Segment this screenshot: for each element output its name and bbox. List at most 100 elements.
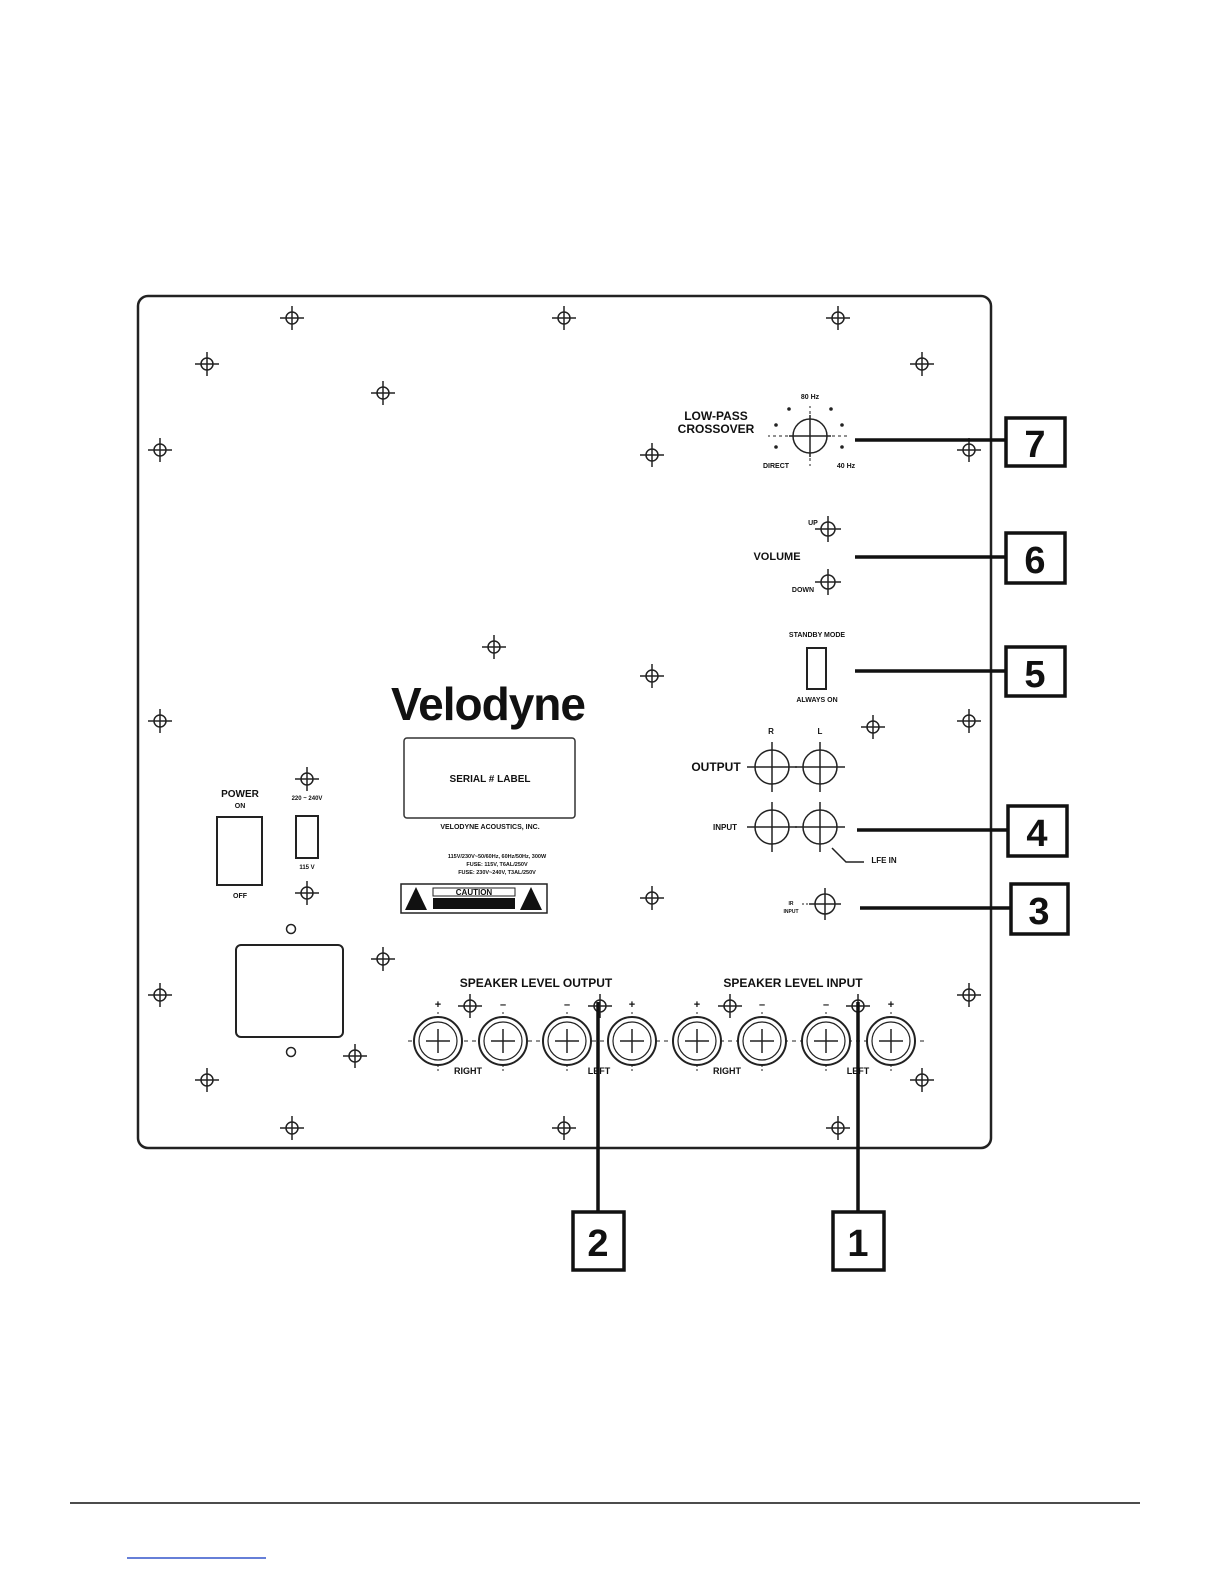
polarity-sign: – <box>564 999 570 1011</box>
mounting-screw <box>482 635 506 659</box>
line-input-label: INPUT <box>713 823 737 832</box>
callout-2-number: 2 <box>587 1223 608 1265</box>
rating-line-3: FUSE: 230V~240V, T3AL/250V <box>458 870 536 876</box>
speaker-output-right-plus-post[interactable] <box>413 1012 463 1072</box>
crossover-40hz-label: 40 Hz <box>837 463 856 470</box>
callout-4: 4 <box>1006 804 1069 858</box>
polarity-sign: – <box>759 999 765 1011</box>
mounting-screw <box>458 994 482 1018</box>
voltage-selector-switch[interactable] <box>295 815 319 859</box>
mounting-screw <box>957 709 981 733</box>
polarity-sign: + <box>694 999 700 1011</box>
crossover-scale-dots <box>774 407 844 449</box>
callout-7: 7 <box>1004 416 1067 468</box>
rating-line-2: FUSE: 115V, T6AL/250V <box>466 862 528 868</box>
mounting-screw <box>826 1116 850 1140</box>
callout-6-number: 6 <box>1024 540 1045 582</box>
speaker-input-left-plus-post[interactable] <box>866 1012 916 1072</box>
mounting-screw <box>552 306 576 330</box>
crossover-scale-dot <box>829 407 833 411</box>
power-switch[interactable] <box>216 816 263 886</box>
mounting-screw <box>588 994 612 1018</box>
power-on-label: ON <box>235 803 246 810</box>
mounting-screw <box>910 1068 934 1092</box>
polarity-sign: + <box>435 999 441 1011</box>
lfe-leader-line <box>831 847 864 863</box>
mounting-screw <box>148 438 172 462</box>
company-name: VELODYNE ACOUSTICS, INC. <box>440 824 539 831</box>
crossover-scale-dot <box>840 423 844 427</box>
mounting-screw <box>343 1044 367 1068</box>
volume-title: VOLUME <box>753 551 800 563</box>
caution-text: CAUTION <box>456 888 493 897</box>
mounting-screw <box>195 352 219 376</box>
speaker-input-left-minus-post[interactable] <box>801 1012 851 1072</box>
speaker-output-right-minus-post[interactable] <box>478 1012 528 1072</box>
crossover-direct-label: DIRECT <box>763 463 790 470</box>
speaker-output-title: SPEAKER LEVEL OUTPUT <box>460 976 613 990</box>
mounting-screw <box>957 983 981 1007</box>
voltage-high-label: 220 ~ 240V <box>292 796 323 802</box>
crossover-title-line1: LOW-PASS <box>684 409 748 423</box>
power-title: POWER <box>221 789 260 800</box>
line-input-right-jack[interactable] <box>747 802 797 852</box>
speaker-output-left-plus-post[interactable] <box>607 1012 657 1072</box>
serial-label-text: SERIAL # LABEL <box>450 774 531 785</box>
mounting-screw <box>280 1116 304 1140</box>
rear-panel <box>136 294 993 1150</box>
mounting-screw <box>718 994 742 1018</box>
inlet-screw-top <box>285 923 297 935</box>
callout-7-number: 7 <box>1024 424 1045 466</box>
speaker-output-left-minus-post[interactable] <box>542 1012 592 1072</box>
crossover-scale-dot <box>774 445 778 449</box>
mounting-screw <box>640 886 664 910</box>
mounting-screw <box>861 715 885 739</box>
speaker-input-right-minus-post[interactable] <box>737 1012 787 1072</box>
speaker-input-right-label: RIGHT <box>713 1066 742 1076</box>
crossover-scale-dot <box>840 445 844 449</box>
mounting-screw <box>826 306 850 330</box>
mounting-screw <box>640 664 664 688</box>
polarity-sign: + <box>888 999 894 1011</box>
crossover-scale-dot <box>787 407 791 411</box>
line-input-lfe-jack[interactable] <box>795 802 845 852</box>
volume-up-label: UP <box>808 520 818 527</box>
mounting-screw <box>148 983 172 1007</box>
line-l-label: L <box>818 727 823 736</box>
volume-down-label: DOWN <box>792 587 814 594</box>
callout-5: 5 <box>1004 645 1067 698</box>
speaker-input-title: SPEAKER LEVEL INPUT <box>723 976 863 990</box>
warning-triangle-icon <box>405 887 427 910</box>
line-output-left-jack[interactable] <box>795 742 845 792</box>
mounting-screw <box>295 767 319 791</box>
standby-mode-label: STANDBY MODE <box>789 632 845 639</box>
speaker-output-right-label: RIGHT <box>454 1066 483 1076</box>
crossover-scale-dot <box>774 423 778 427</box>
serial-label-box <box>403 737 576 819</box>
standby-mode-switch[interactable] <box>806 647 827 690</box>
mounting-screw <box>552 1116 576 1140</box>
mounting-screw <box>640 443 664 467</box>
callout-3: 3 <box>1009 882 1070 936</box>
warning-triangle-icon <box>520 887 542 910</box>
mounting-screw <box>371 947 395 971</box>
ir-input-jack[interactable] <box>809 888 841 920</box>
polarity-sign: – <box>823 999 829 1011</box>
mounting-screw <box>371 381 395 405</box>
line-output-label: OUTPUT <box>691 760 741 774</box>
crossover-title-line2: CROSSOVER <box>678 422 755 436</box>
mounting-screws <box>148 306 981 1140</box>
crossover-80hz-label: 80 Hz <box>801 394 820 401</box>
callout-4-number: 4 <box>1026 813 1047 855</box>
crossover-knob[interactable] <box>789 415 831 457</box>
volume-up-button[interactable] <box>815 516 841 542</box>
volume-down-button[interactable] <box>815 569 841 595</box>
ac-power-inlet[interactable] <box>235 944 344 1038</box>
speaker-input-right-plus-post[interactable] <box>672 1012 722 1072</box>
caution-label: CAUTION <box>400 883 548 914</box>
line-output-right-jack[interactable] <box>747 742 797 792</box>
ir-label-line1: IR <box>789 901 794 907</box>
always-on-label: ALWAYS ON <box>796 697 837 704</box>
mounting-screw <box>910 352 934 376</box>
mounting-screw <box>280 306 304 330</box>
